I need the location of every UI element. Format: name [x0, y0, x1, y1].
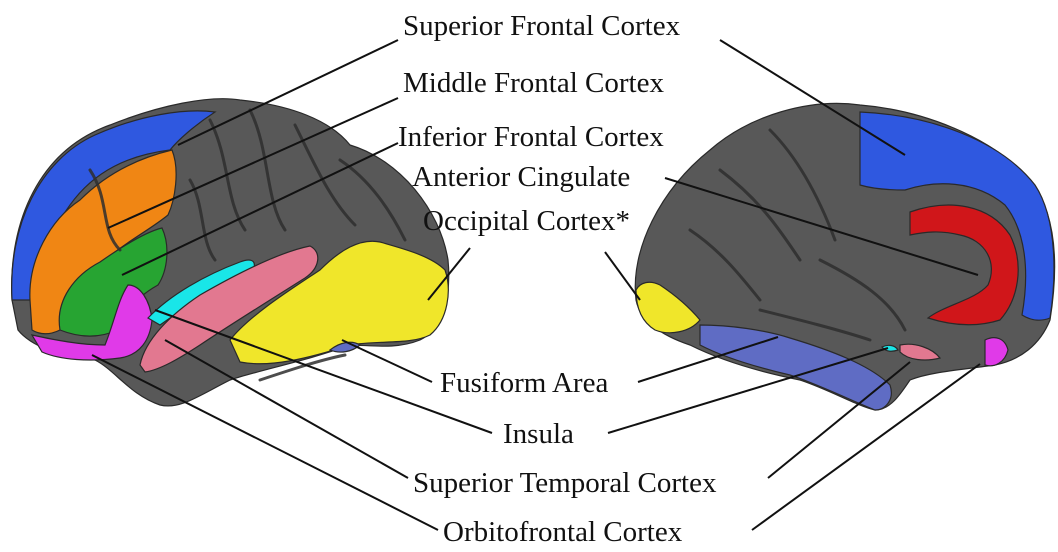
label-occipital: Occipital Cortex* — [423, 205, 630, 237]
leader-occipital-right — [605, 252, 640, 300]
label-superior-temporal: Superior Temporal Cortex — [413, 467, 717, 499]
label-inferior-frontal: Inferior Frontal Cortex — [398, 121, 664, 153]
label-superior-frontal: Superior Frontal Cortex — [403, 10, 681, 42]
label-middle-frontal: Middle Frontal Cortex — [403, 67, 664, 99]
label-insula: Insula — [503, 418, 574, 450]
leader-orbitofrontal-left — [92, 355, 438, 530]
label-anterior-cingulate: Anterior Cingulate — [412, 161, 630, 193]
label-orbitofrontal: Orbitofrontal Cortex — [443, 516, 683, 548]
medial-brain-view — [635, 103, 1054, 410]
label-fusiform: Fusiform Area — [440, 367, 608, 399]
